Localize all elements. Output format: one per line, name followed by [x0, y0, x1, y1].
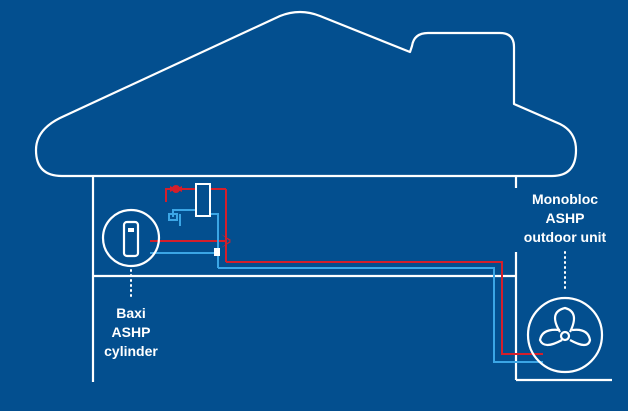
valve-icon — [168, 185, 231, 256]
house-outline-icon — [34, 10, 612, 382]
cylinder-label-line-1: Baxi — [116, 305, 146, 321]
outdoor-unit-label-line-1: Monobloc — [531, 191, 599, 207]
flow-pipe-to-unit — [226, 261, 543, 355]
valve-blue-1 — [168, 213, 178, 221]
outdoor-unit-label-line-3: outdoor unit — [523, 229, 607, 245]
fan-blade-top — [553, 306, 576, 333]
fan-hub — [559, 330, 571, 342]
buffer-vessel — [195, 183, 211, 217]
valve-top-red-shape — [170, 186, 182, 192]
cylinder-label-line-3: cylinder — [104, 343, 158, 359]
fan-ring — [526, 296, 604, 374]
return-pipes — [150, 209, 543, 363]
fan-blade-left — [538, 328, 563, 347]
outdoor-unit-label-line-2: ASHP — [545, 210, 585, 226]
fan-blade-right — [569, 328, 592, 347]
cylinder-display — [128, 228, 134, 232]
tee-fitting — [214, 248, 220, 256]
return-pipe-to-unit — [218, 267, 543, 363]
flow-pipe-loop — [165, 188, 196, 202]
cylinder-ring — [101, 208, 161, 268]
flow-pipes — [150, 188, 543, 355]
cylinder-label: Baxi ASHP cylinder — [88, 304, 174, 361]
outdoor-unit-label: Monobloc ASHP outdoor unit — [510, 190, 620, 247]
fan-icon — [526, 296, 604, 374]
house-roof — [34, 10, 578, 178]
hot-water-cylinder-icon — [101, 208, 161, 268]
cylinder-label-line-2: ASHP — [111, 324, 151, 340]
cylinder-body — [122, 220, 140, 258]
